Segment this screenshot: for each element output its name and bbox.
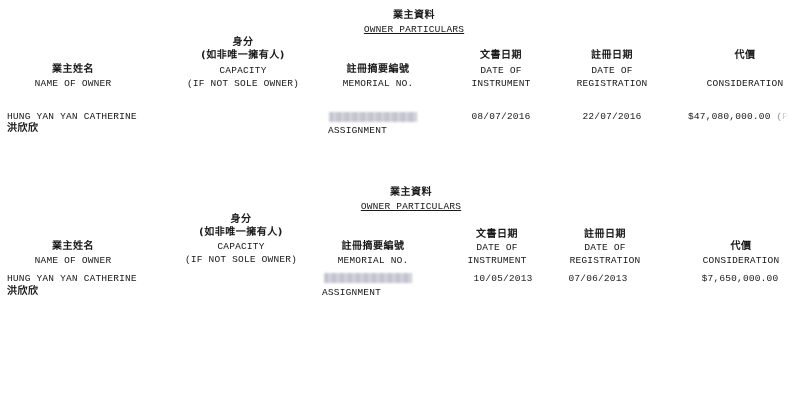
section-title-en: OWNER PARTICULARS [363, 24, 465, 35]
owner-name-header-en: NAME OF OWNER [34, 78, 112, 89]
section-title-zh: 業主資料 [390, 187, 432, 198]
capacity-header-en-1: CAPACITY [217, 241, 265, 252]
registration-date-header-zh: 註冊日期 [584, 229, 626, 240]
consideration-value: $7,650,000.00 [701, 273, 779, 284]
consideration-header-en: CONSIDERATION [702, 255, 780, 266]
instrument-date-header-en-1: DATE OF [476, 242, 518, 253]
instrument-date: 10/05/2013 [473, 273, 533, 284]
owner-name-en: HUNG YAN YAN CATHERINE [7, 111, 137, 122]
instrument-date-header-en-1: DATE OF [480, 65, 522, 76]
registration-date: 22/07/2016 [582, 111, 642, 122]
memorial-header-en: MEMORIAL NO. [337, 255, 409, 266]
section-title-en: OWNER PARTICULARS [360, 201, 462, 212]
instrument-date-header-en-2: INSTRUMENT [471, 78, 531, 89]
owner-name-zh: 洪欣欣 [7, 286, 39, 297]
edge-fade [770, 108, 800, 128]
owner-name-header-zh: 業主姓名 [52, 241, 94, 252]
memorial-type: ASSIGNMENT [322, 287, 382, 298]
owner-name-header-en: NAME OF OWNER [34, 255, 112, 266]
consideration-value: $47,080,000.00 (PT [688, 111, 795, 122]
registration-date-header-en-1: DATE OF [584, 242, 626, 253]
owner-name-zh: 洪欣欣 [7, 123, 39, 134]
consideration-header-zh: 代價 [734, 50, 756, 61]
owner-name-header-zh: 業主姓名 [52, 64, 94, 75]
memorial-header-zh: 註冊摘要編號 [346, 64, 410, 75]
memorial-header-zh: 註冊摘要編號 [341, 241, 405, 252]
capacity-header-en-1: CAPACITY [219, 65, 267, 76]
capacity-header-zh-2: (如非唯一擁有人) [201, 50, 285, 61]
instrument-date-header-zh: 文書日期 [476, 229, 518, 240]
capacity-header-en-2: (IF NOT SOLE OWNER) [186, 78, 300, 89]
memorial-type: ASSIGNMENT [328, 125, 388, 136]
instrument-date-header-en-2: INSTRUMENT [467, 255, 527, 266]
consideration-header-en: CONSIDERATION [706, 78, 784, 89]
capacity-header-en-2: (IF NOT SOLE OWNER) [184, 254, 298, 265]
capacity-header-zh-1: 身分 [230, 214, 252, 225]
instrument-date-header-zh: 文書日期 [480, 50, 522, 61]
owner-name-en: HUNG YAN YAN CATHERINE [7, 273, 137, 284]
registration-date-header-zh: 註冊日期 [591, 50, 633, 61]
redacted-memorial-number [329, 112, 417, 122]
registration-date-header-en-2: REGISTRATION [576, 78, 648, 89]
capacity-header-zh-1: 身分 [232, 37, 254, 48]
registration-date-header-en-2: REGISTRATION [569, 255, 641, 266]
consideration-header-zh: 代價 [730, 241, 752, 252]
registration-date: 07/06/2013 [568, 273, 628, 284]
registration-date-header-en-1: DATE OF [591, 65, 633, 76]
capacity-header-zh-2: (如非唯一擁有人) [199, 227, 283, 238]
redacted-memorial-number [324, 273, 412, 283]
memorial-header-en: MEMORIAL NO. [342, 78, 414, 89]
section-title-zh: 業主資料 [393, 10, 435, 21]
instrument-date: 08/07/2016 [471, 111, 531, 122]
